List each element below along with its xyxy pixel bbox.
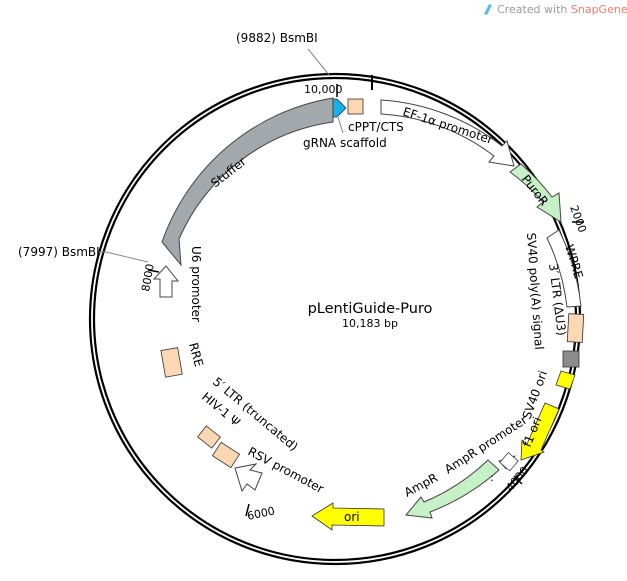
feature-u6-promoter[interactable]: U6 promoter xyxy=(152,246,203,322)
feature-puror[interactable]: PuroR xyxy=(509,163,562,223)
rre-box xyxy=(160,347,183,378)
ampr-dots: : xyxy=(490,471,494,484)
site-label-bsmbi-9882[interactable]: (9882) BsmBI xyxy=(236,31,318,45)
tick-4000 xyxy=(513,475,523,485)
watermark-brand: SnapGene xyxy=(571,3,627,16)
feature-cppt-cts[interactable]: cPPT/CTS xyxy=(347,98,404,134)
cppt-label: cPPT/CTS xyxy=(348,120,404,134)
site-line-bsmbi-9882 xyxy=(307,48,331,77)
feature-rsv-promoter[interactable]: RSV promoter xyxy=(234,444,326,496)
ef1a-arrow xyxy=(380,99,515,167)
watermark: Created with SnapGene® xyxy=(484,3,627,16)
rsv-label: RSV promoter xyxy=(246,444,326,496)
site-connector-bsmbi-7997 xyxy=(105,251,149,263)
grna-leader xyxy=(337,116,344,134)
ltr3-box[interactable] xyxy=(566,313,585,343)
ampr-promoter-box xyxy=(499,451,519,472)
snapgene-logo-icon xyxy=(484,4,492,15)
restriction-sites: (9882) BsmBI (7997) BsmBI xyxy=(18,31,331,263)
grna-scaffold-label: gRNA scaffold xyxy=(303,136,387,150)
ampr-label: AmpR xyxy=(402,470,440,499)
tick-label-8000: 8000 xyxy=(139,263,157,293)
psi-box xyxy=(211,441,241,469)
f1-ori-arrow xyxy=(520,402,560,461)
stuffer-arc xyxy=(161,97,334,267)
ori-label: ori xyxy=(344,510,360,524)
sv40-polya-box[interactable] xyxy=(562,350,580,368)
rre-label: RRE xyxy=(186,341,206,368)
plasmid-name: pLentiGuide-Puro xyxy=(308,301,433,317)
u6-label: U6 promoter xyxy=(189,246,203,322)
u6-arrow xyxy=(152,265,180,298)
ltr5-box xyxy=(197,425,221,449)
grna-scaffold-arrow xyxy=(332,98,347,118)
tick-label-6000: 6000 xyxy=(246,504,276,523)
sv40-polya-label: SV40 poly(A) signal xyxy=(524,232,546,350)
feature-ltr5[interactable]: 5′ LTR (truncated) xyxy=(197,375,301,454)
plasmid-size: 10,183 bp xyxy=(342,317,398,330)
sv40-ori-box xyxy=(555,370,576,390)
watermark-prefix: Created with xyxy=(497,3,571,16)
tick-8000 xyxy=(147,269,160,273)
tick-label-2000: 2000 xyxy=(567,204,589,235)
svg-text:Created with SnapGene®: Created with SnapGene® xyxy=(497,3,627,16)
wpre-box xyxy=(546,229,582,308)
tick-6000 xyxy=(245,503,250,517)
tick-label-10000: 10,000 xyxy=(304,83,343,96)
feature-rre[interactable]: RRE xyxy=(160,341,206,378)
puror-arrow xyxy=(509,163,562,223)
feature-grna-scaffold[interactable]: gRNA scaffold xyxy=(303,98,387,150)
feature-ori[interactable]: ori xyxy=(311,502,385,531)
site-label-bsmbi-7997[interactable]: (7997) BsmBI xyxy=(18,245,100,259)
rsv-arrow xyxy=(234,463,263,493)
ori-arrow xyxy=(311,502,385,531)
cppt-box xyxy=(347,98,364,115)
ampr-arrow xyxy=(405,459,500,519)
feature-f1-ori[interactable]: f1 ori xyxy=(520,402,560,461)
